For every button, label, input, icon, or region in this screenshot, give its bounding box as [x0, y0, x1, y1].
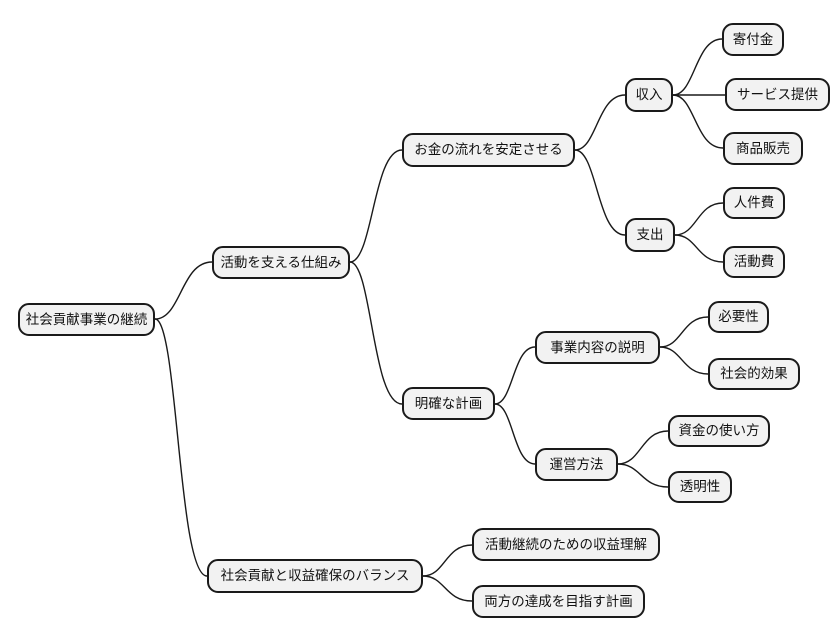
node-business-description: 事業内容の説明 [535, 331, 660, 364]
edge-support-structure-to-clear-plan [349, 261, 403, 405]
node-necessity: 必要性 [708, 301, 769, 333]
node-balance: 社会貢献と収益確保のバランス [207, 559, 423, 593]
edge-income-to-product-sales [672, 94, 724, 149]
node-revenue-understanding: 活動継続のための収益理解 [472, 528, 660, 561]
edge-support-structure-to-stabilize-cashflow [349, 149, 403, 263]
edge-expenses-to-activity-costs [674, 234, 724, 263]
node-expenses: 支出 [625, 218, 675, 252]
edge-business-description-to-social-impact [659, 346, 709, 375]
edge-root-to-balance [154, 318, 208, 577]
edge-stabilize-cashflow-to-income [574, 94, 626, 151]
edge-clear-plan-to-business-description [494, 346, 536, 405]
edge-balance-to-dual-goal-plan [422, 575, 473, 602]
node-support-structure: 活動を支える仕組み [212, 246, 350, 279]
node-clear-plan: 明確な計画 [402, 387, 495, 420]
edge-root-to-support-structure [154, 261, 213, 320]
edge-operation-method-to-fund-usage [617, 430, 669, 465]
node-stabilize-cashflow: お金の流れを安定させる [402, 133, 575, 167]
edge-clear-plan-to-operation-method [494, 403, 536, 465]
node-social-impact: 社会的効果 [708, 358, 800, 390]
edge-stabilize-cashflow-to-expenses [574, 149, 626, 236]
node-root: 社会貢献事業の継続 [18, 303, 155, 336]
node-income: 収入 [625, 78, 673, 112]
node-service-provision: サービス提供 [725, 78, 830, 111]
node-fund-usage: 資金の使い方 [668, 415, 770, 447]
node-operation-method: 運営方法 [535, 448, 618, 481]
node-activity-costs: 活動費 [723, 246, 785, 278]
edge-income-to-donations [672, 38, 723, 96]
node-donations: 寄付金 [722, 23, 784, 56]
edge-operation-method-to-transparency [617, 463, 669, 488]
node-product-sales: 商品販売 [723, 132, 803, 165]
edge-expenses-to-personnel-costs [674, 202, 724, 236]
edge-business-description-to-necessity [659, 316, 709, 348]
node-personnel-costs: 人件費 [723, 187, 785, 219]
node-transparency: 透明性 [668, 471, 732, 503]
edge-balance-to-revenue-understanding [422, 544, 473, 577]
node-dual-goal-plan: 両方の達成を目指す計画 [472, 585, 645, 618]
